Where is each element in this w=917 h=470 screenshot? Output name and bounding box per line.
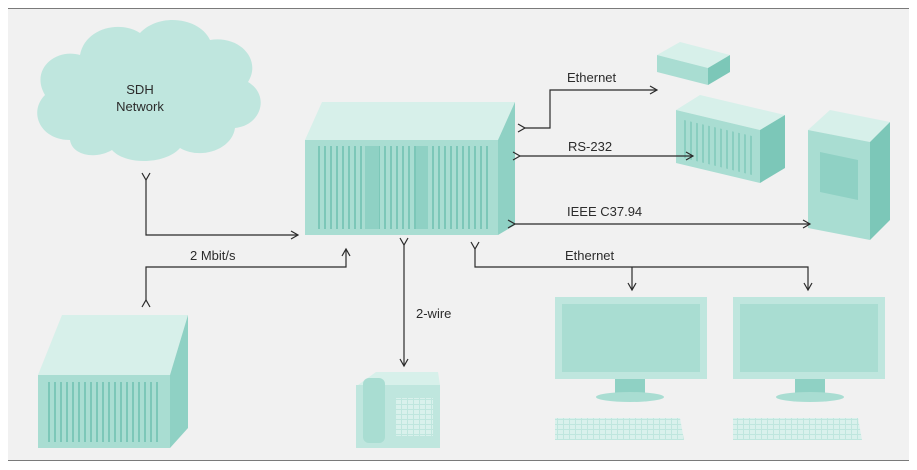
ethernet-switch-device [657,42,730,85]
cloud-line-2: Network [116,99,164,114]
ethernet-top-label: Ethernet [567,70,617,85]
central-multiplexer-rack [305,102,515,235]
ieee-label: IEEE C37.94 [567,204,643,219]
ethernet-bottom-link [470,241,813,292]
sdh-network-cloud [37,20,261,162]
workstation-2 [733,297,885,440]
telephone-device [356,372,440,448]
protection-relay-device [808,110,890,240]
ethernet-bottom-label: Ethernet [565,248,615,263]
twowire-label: 2-wire [416,306,452,321]
remote-multiplexer-rack [38,315,188,448]
sdh-link [141,172,300,240]
cloud-line-1: SDH [126,82,154,97]
bottom-rule [8,460,909,461]
connection-lines [141,85,813,368]
rs232-device [676,95,785,183]
mbit-link [141,247,351,308]
ethernet-top-link [517,85,659,133]
rs232-label: RS-232 [568,139,613,154]
workstation-1 [555,297,707,440]
top-rule [8,8,909,9]
sdh-network-label: SDH Network [100,81,180,115]
mbit-label: 2 Mbit/s [190,248,236,263]
